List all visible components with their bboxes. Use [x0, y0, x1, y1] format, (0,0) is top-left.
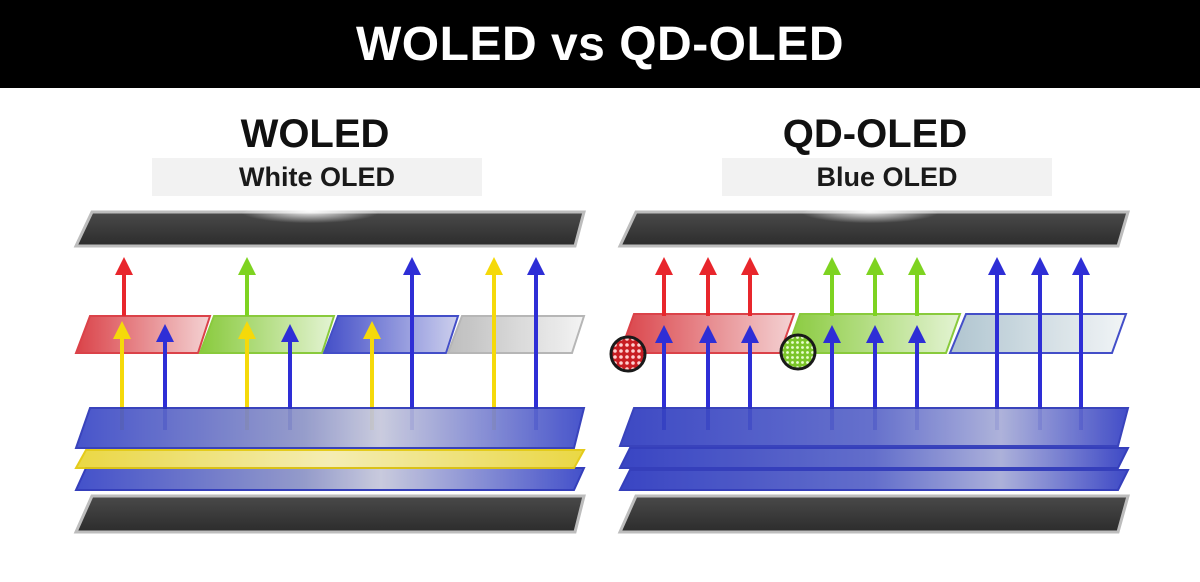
woled-heading: WOLED	[240, 112, 390, 156]
woled-yellow-layer	[74, 449, 586, 469]
woled-blue-layer-top	[74, 407, 586, 449]
woled-color-filters	[74, 315, 586, 354]
woled-substrate	[73, 494, 586, 534]
qdoled-subtitle: Blue OLED	[722, 158, 1052, 196]
woled-top-glass	[73, 204, 586, 248]
woled-blue-layer-bottom	[74, 467, 586, 491]
woled-white-filter	[446, 315, 586, 354]
woled-blue-filter	[322, 315, 460, 354]
qdoled-substrate	[617, 494, 1130, 534]
woled-emitter-layers	[74, 407, 586, 491]
qdoled-stack	[609, 204, 1131, 534]
qdoled-emitter-layers	[618, 407, 1130, 491]
qdoled-blue-layer-top	[618, 407, 1130, 447]
qdoled-top-glass	[617, 204, 1131, 248]
title-banner: WOLED vs QD-OLED	[0, 0, 1200, 88]
green-quantum-dot-icon	[779, 333, 817, 371]
woled-light-arrows	[113, 257, 545, 430]
qdoled-blue-layer-middle	[618, 447, 1130, 469]
woled-stack	[73, 204, 586, 534]
banner-title: WOLED vs QD-OLED	[355, 17, 845, 71]
woled-subtitle: White OLED	[152, 158, 482, 196]
red-quantum-dot-icon	[609, 335, 647, 373]
woled-green-filter	[198, 315, 336, 354]
qdoled-heading: QD-OLED	[782, 112, 968, 156]
woled-red-filter	[74, 315, 212, 354]
qdoled-blue-layer-bottom	[618, 469, 1130, 491]
